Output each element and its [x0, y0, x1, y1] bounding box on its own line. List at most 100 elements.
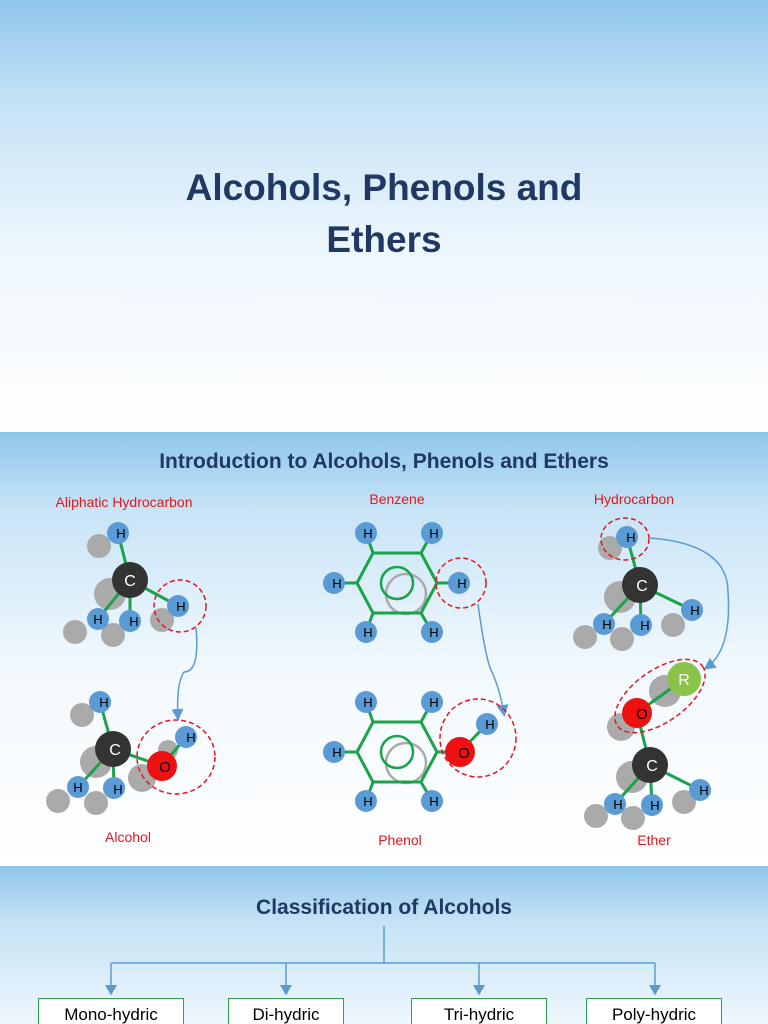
hydrogen-atom	[103, 777, 125, 799]
aromatic-circle	[379, 734, 415, 770]
ghost-atom	[598, 536, 622, 560]
hydrogen-symbol: H	[176, 599, 185, 614]
ghost-atom	[101, 623, 125, 647]
hydrogen-symbol: H	[186, 730, 195, 745]
hydrogen-atom	[616, 526, 638, 548]
ghost-atom	[610, 627, 634, 651]
hydrogen-symbol: H	[640, 618, 649, 633]
label-aliphatic-hydrocarbon: Aliphatic Hydrocarbon	[56, 494, 193, 510]
hydrogen-symbol: H	[429, 695, 438, 710]
oxygen-atom	[622, 698, 652, 728]
introduction-title: Introduction to Alcohols, Phenols and Et…	[159, 450, 609, 473]
hydrogen-symbol: H	[626, 530, 635, 545]
carbon-symbol: C	[646, 758, 658, 775]
hydrogen-atom	[421, 522, 443, 544]
hydrogen-symbol: H	[363, 695, 372, 710]
hydrogen-atom	[355, 691, 377, 713]
benzene-ring	[355, 551, 439, 615]
phenol-molecule: H H H H H O H	[323, 691, 517, 812]
hydrogen-symbol: H	[363, 794, 372, 809]
hydrogen-atom	[604, 793, 626, 815]
hydrogen-atom	[593, 613, 615, 635]
hydrogen-atom	[119, 610, 141, 632]
hydrogen-symbol: H	[690, 603, 699, 618]
hydrogen-atom	[323, 572, 345, 594]
introduction-slide: Introduction to Alcohols, Phenols and Et…	[0, 432, 768, 866]
box-di-hydric: Di-hydric	[228, 998, 344, 1024]
carbon-symbol: C	[124, 573, 136, 590]
hydrogen-symbol: H	[429, 625, 438, 640]
hydrogen-atom	[89, 691, 111, 713]
hydrogen-atom	[681, 599, 703, 621]
r-group-symbol: R	[678, 672, 690, 689]
transform-arrow	[477, 603, 509, 717]
hydrogen-atom	[355, 522, 377, 544]
highlight-circle	[136, 719, 216, 795]
ghost-atom	[46, 789, 70, 813]
ghost-atom	[63, 620, 87, 644]
highlight-circle	[153, 579, 207, 633]
hydrogen-symbol: H	[116, 526, 125, 541]
hydrogen-symbol: H	[99, 695, 108, 710]
hydrogen-symbol: H	[113, 782, 122, 797]
main-title-line-2: Ethers	[326, 219, 442, 260]
molecule-diagram: Aliphatic Hydrocarbon Benzene Hydrocarbo…	[46, 491, 730, 848]
carbon-symbol: C	[109, 742, 121, 759]
label-hydrocarbon: Hydrocarbon	[594, 491, 674, 507]
hydrogen-atom	[421, 790, 443, 812]
hydrogen-symbol: H	[363, 625, 372, 640]
classification-tree	[105, 926, 661, 996]
hydrogen-symbol: H	[602, 617, 611, 632]
hydrogen-atom	[448, 572, 470, 594]
methanol-molecule: C H H H O H	[46, 691, 216, 815]
hydrogen-atom	[355, 790, 377, 812]
hydrogen-atom	[355, 621, 377, 643]
hydrogen-atom	[175, 726, 197, 748]
carbon-atom	[622, 567, 658, 603]
hydrogen-symbol: H	[129, 614, 138, 629]
ghost-atom	[621, 806, 645, 830]
transform-arrow	[649, 537, 730, 670]
box-poly-hydric: Poly-hydric	[586, 998, 722, 1024]
highlight-circle	[439, 698, 517, 778]
label-benzene: Benzene	[369, 491, 424, 507]
hydrogen-atom	[87, 608, 109, 630]
hydrocarbon-molecule: C H H H H	[573, 517, 703, 651]
highlight-circle	[435, 557, 487, 609]
hydrogen-symbol: H	[699, 783, 708, 798]
hydrogen-symbol: H	[363, 526, 372, 541]
ether-molecule: R O C H H H	[584, 658, 711, 830]
highlight-circle	[614, 658, 706, 734]
oxygen-atom	[445, 737, 475, 767]
ghost-atom	[87, 534, 111, 558]
carbon-atom	[95, 731, 131, 767]
box-tri-hydric: Tri-hydric	[411, 998, 547, 1024]
ghost-ring	[384, 741, 428, 785]
hydrogen-atom	[476, 713, 498, 735]
box-mono-hydric: Mono-hydric	[38, 998, 184, 1024]
hydrogen-atom	[67, 776, 89, 798]
hydrogen-atom	[630, 614, 652, 636]
hydrogen-symbol: H	[93, 612, 102, 627]
classification-slide: Classification of Alcohols Mono-hydric D…	[0, 866, 768, 1024]
ghost-atom	[672, 790, 696, 814]
oxygen-atom	[147, 751, 177, 781]
ghost-ring	[384, 572, 428, 616]
oxygen-symbol: O	[159, 759, 171, 776]
aromatic-circle	[379, 565, 415, 601]
benzene-ring	[355, 720, 439, 784]
title-slide: Alcohols, Phenols and Ethers	[0, 0, 768, 432]
carbon-atom	[112, 562, 148, 598]
main-title: Alcohols, Phenols and Ethers	[0, 162, 768, 266]
ghost-atom	[70, 703, 94, 727]
methane-molecule: C H H H H	[63, 522, 207, 647]
hydrogen-symbol: H	[613, 797, 622, 812]
classification-title: Classification of Alcohols	[256, 896, 512, 919]
hydrogen-symbol: H	[429, 794, 438, 809]
ghost-atom	[661, 613, 685, 637]
hydrogen-atom	[421, 621, 443, 643]
hydrogen-atom	[689, 779, 711, 801]
hydrogen-symbol: H	[332, 745, 341, 760]
hydrogen-symbol: H	[73, 780, 82, 795]
label-phenol: Phenol	[378, 832, 422, 848]
